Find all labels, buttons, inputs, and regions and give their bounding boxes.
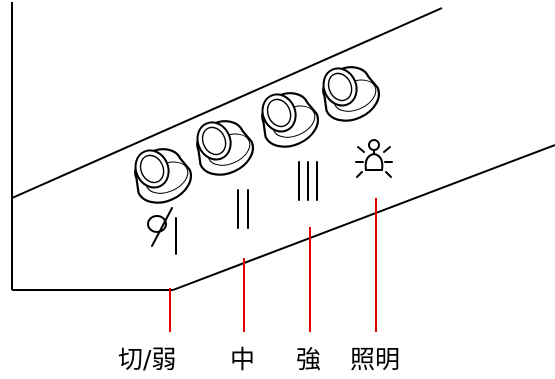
light-bulb-icon: [355, 139, 393, 178]
label-strong: 強: [296, 345, 321, 374]
label-off-low: 切/弱: [118, 345, 176, 374]
knob-medium[interactable]: [186, 110, 260, 183]
knob-off-low[interactable]: [124, 138, 198, 211]
label-light: 照明: [350, 345, 400, 374]
speed-3-symbol: [298, 161, 318, 201]
speed-2-symbol: [237, 189, 249, 229]
knob-strong[interactable]: [251, 82, 325, 155]
panel-outline: [11, 2, 555, 291]
label-medium: 中: [230, 345, 255, 374]
off-low-symbol: [147, 207, 177, 255]
knob-light[interactable]: [312, 56, 386, 129]
